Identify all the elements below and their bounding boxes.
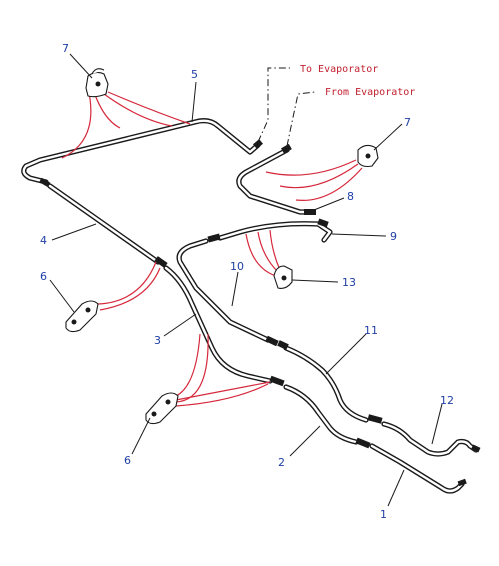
leader-2 xyxy=(289,425,321,457)
clip-line xyxy=(295,167,363,201)
callout-9: 9 xyxy=(390,230,397,243)
leader-6b xyxy=(131,417,151,455)
pipe-1-core xyxy=(370,444,464,493)
fitting-9-end xyxy=(317,218,329,228)
evaporator-lines xyxy=(257,67,316,147)
pipe-5-core xyxy=(22,119,260,184)
pipe-8-core xyxy=(237,148,308,214)
to-evaporator-line xyxy=(257,67,290,143)
callout-11: 11 xyxy=(364,324,378,337)
clip-line xyxy=(175,333,201,397)
clip-6-upper xyxy=(65,300,99,333)
leader-12 xyxy=(431,403,443,445)
clip-line xyxy=(175,383,269,407)
fitting-3-2 xyxy=(269,375,285,387)
clip-line xyxy=(61,87,92,159)
leader-7b xyxy=(373,123,403,151)
leader-8 xyxy=(313,197,345,211)
pipe-3-core xyxy=(164,266,272,383)
clip-7-right xyxy=(357,144,379,168)
fitting-mid xyxy=(154,256,168,268)
clip-line xyxy=(245,233,277,277)
callout-10: 10 xyxy=(230,260,244,273)
pipe-10-core xyxy=(177,239,270,342)
leader-9 xyxy=(331,233,387,237)
fitting-11-12 xyxy=(367,414,383,424)
leader-11 xyxy=(325,333,367,375)
fittings-group xyxy=(39,139,481,487)
leader-5 xyxy=(191,81,197,123)
leader-13 xyxy=(291,279,339,283)
callout-12: 12 xyxy=(440,394,454,407)
clip-line xyxy=(257,231,279,273)
callout-7a: 7 xyxy=(62,42,69,55)
clip-line xyxy=(279,163,359,189)
leader-4 xyxy=(51,223,97,241)
clip-6-lower xyxy=(145,392,179,425)
fitting-12-end xyxy=(471,444,481,453)
callout-6b: 6 xyxy=(124,454,131,467)
clip-13 xyxy=(273,265,293,289)
fitting-9 xyxy=(207,233,221,243)
clip-line xyxy=(175,333,209,403)
fitting-left xyxy=(39,177,51,188)
clips-group xyxy=(65,68,379,425)
leader-3 xyxy=(163,313,197,337)
from-evaporator-note: From Evaporator xyxy=(325,87,415,98)
leader-10 xyxy=(231,271,239,307)
callout-2: 2 xyxy=(278,456,285,469)
fitting-evap-out xyxy=(253,139,263,149)
leader-lines xyxy=(49,53,443,507)
callout-8: 8 xyxy=(347,190,354,203)
callout-6a: 6 xyxy=(40,270,47,283)
from-evaporator-line xyxy=(286,91,316,147)
callout-4: 4 xyxy=(40,234,47,247)
pipe-10 xyxy=(176,238,271,343)
fitting-1-end xyxy=(457,478,467,487)
fitting-evap-in xyxy=(281,143,292,154)
clip-line xyxy=(103,93,173,127)
clip-line xyxy=(93,91,121,129)
callout-1: 1 xyxy=(380,508,387,521)
clip-indicator-lines xyxy=(61,87,363,407)
callout-13: 13 xyxy=(342,276,356,289)
fitting-2-1 xyxy=(355,437,371,449)
pipe-11 xyxy=(283,345,369,423)
leader-1 xyxy=(387,469,405,507)
clip-7-top xyxy=(85,68,109,98)
callout-3: 3 xyxy=(154,334,161,347)
fitting-11 xyxy=(277,340,289,350)
clip-line xyxy=(107,91,191,125)
leader-7a xyxy=(69,53,93,79)
callout-5: 5 xyxy=(191,68,198,81)
fitting-10 xyxy=(265,335,279,347)
leader-6a xyxy=(49,279,75,313)
pipe-4-core xyxy=(48,184,160,264)
to-evaporator-note: To Evaporator xyxy=(300,64,378,75)
pipe-2-core xyxy=(284,385,358,444)
pipe-11-core xyxy=(284,346,368,422)
fitting-8 xyxy=(304,209,316,215)
clip-line xyxy=(99,267,161,311)
clip-line xyxy=(175,381,271,401)
pipe-12-core xyxy=(382,422,478,456)
clip-line xyxy=(265,159,357,176)
clip-line xyxy=(97,261,157,305)
callout-numbers: 1 2 3 4 5 6 6 7 7 8 9 10 11 12 13 xyxy=(40,42,454,521)
callout-7b: 7 xyxy=(404,116,411,129)
